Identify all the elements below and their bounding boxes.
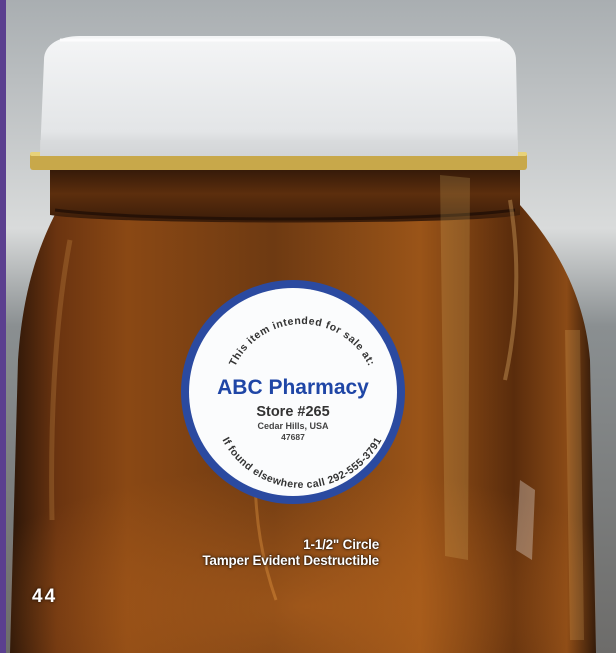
- pharmacy-name: ABC Pharmacy: [217, 376, 369, 399]
- caption-size: 1-1/2" Circle: [303, 537, 379, 552]
- store-city: Cedar Hills, USA: [257, 421, 329, 431]
- store-zip: 47687: [281, 432, 305, 442]
- product-caption: 1-1/2" Circle Tamper Evident Destructibl…: [202, 537, 379, 569]
- store-number: Store #265: [256, 404, 329, 420]
- accent-side-bar: [0, 0, 6, 653]
- caption-type: Tamper Evident Destructible: [202, 553, 379, 568]
- label-face: [189, 288, 397, 496]
- page-number: 44: [32, 586, 58, 607]
